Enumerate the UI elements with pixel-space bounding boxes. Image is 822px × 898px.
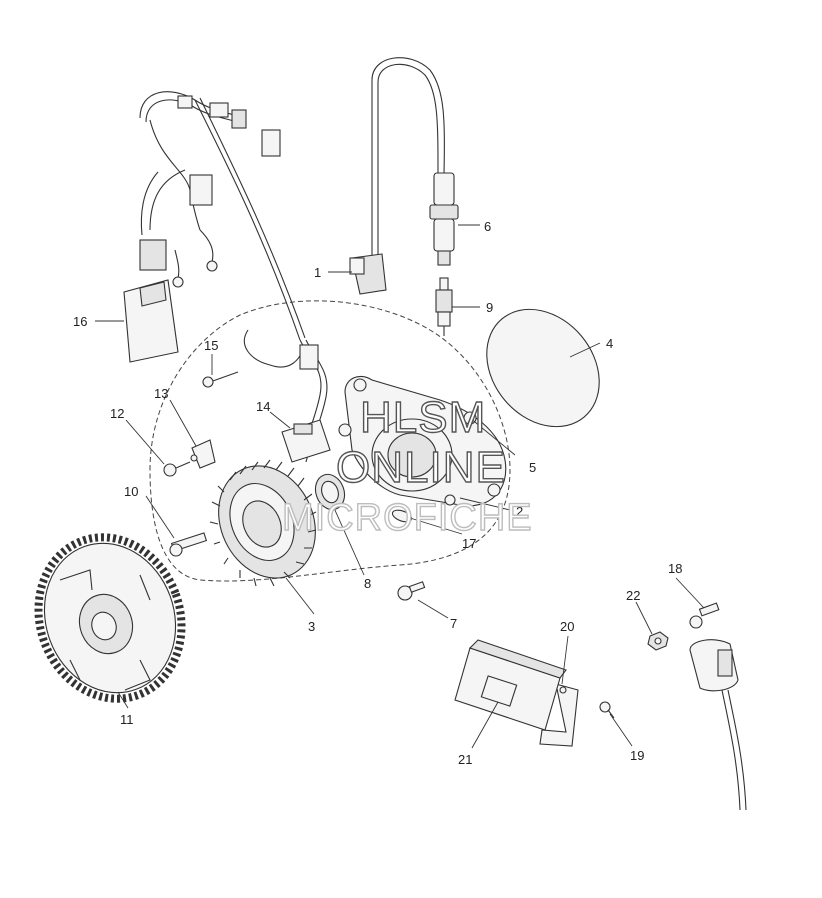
gasket-17	[391, 509, 413, 523]
bolt-18	[689, 602, 720, 629]
callout-2: 2	[516, 504, 523, 519]
cdi-module	[123, 279, 179, 363]
callout-19: 19	[630, 748, 644, 763]
callout-12: 12	[110, 406, 124, 421]
callout-20: 20	[560, 619, 574, 634]
callout-10: 10	[124, 484, 138, 499]
bracket-13	[190, 439, 216, 469]
assembly-outline	[149, 300, 511, 582]
wiring-harness	[139, 91, 306, 341]
callout-18: 18	[668, 561, 682, 576]
callout-6: 6	[484, 219, 491, 234]
callout-22: 22	[626, 588, 640, 603]
watermark-line1: HLSM	[360, 393, 486, 442]
watermark-line2: ONLINE	[336, 443, 506, 492]
sensor-assembly	[689, 639, 747, 811]
magneto-cover	[338, 375, 507, 507]
spark-plug-cap	[429, 172, 459, 266]
pickup-coil	[281, 419, 331, 463]
gasket-ring	[486, 308, 600, 428]
callout-4: 4	[606, 336, 613, 351]
callout-13: 13	[154, 386, 168, 401]
screw-12	[163, 461, 191, 477]
oil-seal	[314, 473, 346, 511]
spark-plug	[435, 277, 453, 336]
callout-5: 5	[529, 460, 536, 475]
screw-10	[169, 532, 208, 557]
callout-9: 9	[486, 300, 493, 315]
watermark: HLSM ONLINE MICROFICHE	[281, 392, 533, 539]
leader-lines	[95, 224, 705, 749]
callout-1: 1	[314, 265, 321, 280]
callout-3: 3	[308, 619, 315, 634]
callout-15: 15	[204, 338, 218, 353]
callout-11: 11	[120, 712, 134, 727]
callout-21: 21	[458, 752, 472, 767]
ignition-coil	[349, 57, 445, 295]
bolt-7	[397, 581, 426, 601]
screw-15	[202, 371, 239, 388]
callout-17: 17	[462, 536, 476, 551]
regulator-bracket	[539, 683, 579, 747]
nut-22	[647, 631, 669, 651]
callout-8: 8	[364, 576, 371, 591]
watermark-line3: MICROFICHE	[282, 497, 533, 539]
callout-14: 14	[256, 399, 270, 414]
screw-19	[599, 701, 615, 719]
flywheel	[34, 533, 186, 703]
regulator-rectifier	[454, 639, 567, 731]
stator	[209, 459, 317, 587]
callout-7: 7	[450, 616, 457, 631]
callout-labels: 1 2 3 4 5 6 7 8 9 10 11 12 13 14 15 16 1…	[73, 219, 682, 767]
callout-16: 16	[73, 314, 87, 329]
